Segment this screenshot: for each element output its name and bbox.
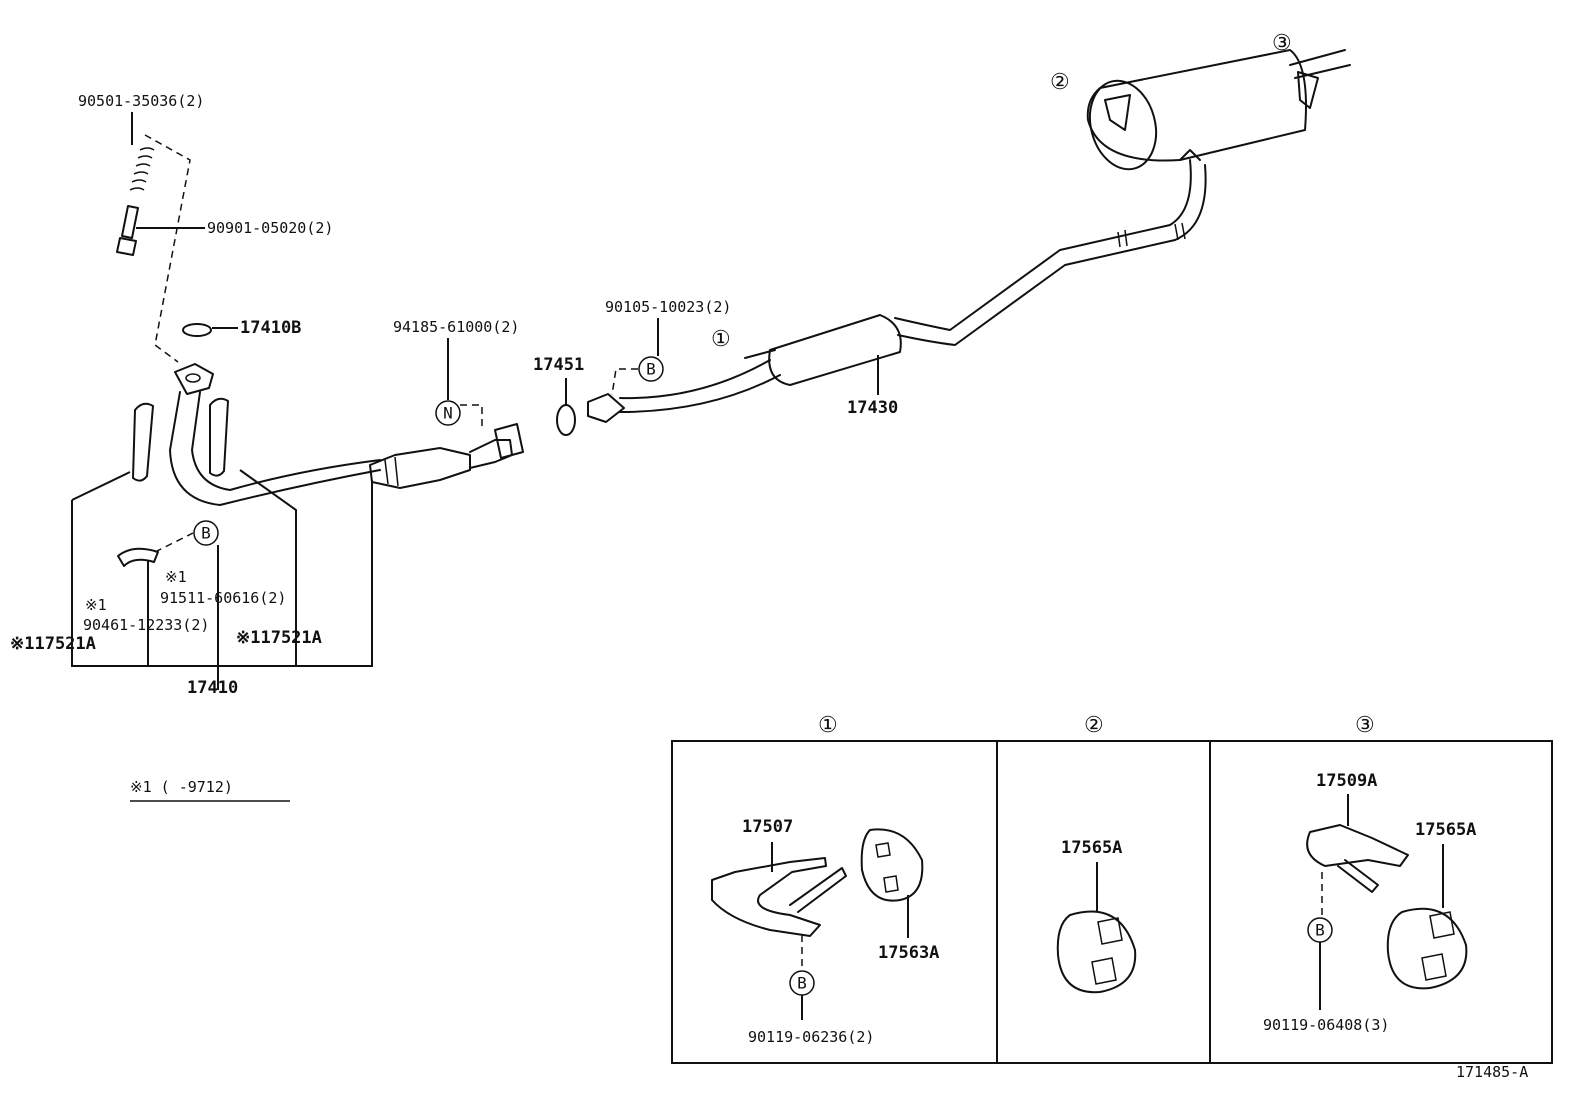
ref-1: ① bbox=[711, 327, 731, 352]
label-94185-61000: 94185-61000(2) bbox=[393, 318, 519, 336]
label-17430: 17430 bbox=[847, 398, 898, 418]
bracket-17507-icon bbox=[711, 857, 847, 937]
label-17507: 17507 bbox=[742, 817, 793, 837]
main-muffler bbox=[1086, 49, 1351, 171]
label-90105-10023: 90105-10023(2) bbox=[605, 298, 731, 316]
panel-1-title: ① bbox=[818, 713, 838, 738]
label-90461-12233: 90461-12233(2) bbox=[83, 616, 209, 634]
label-90119-06408: 90119-06408(3) bbox=[1263, 1016, 1389, 1034]
ref-3: ③ bbox=[1272, 31, 1292, 56]
label-91511-60616: 91511-60616(2) bbox=[160, 589, 286, 607]
label-17521a-right: ※117521A bbox=[236, 628, 322, 648]
label-17410b: 17410B bbox=[240, 318, 301, 338]
bracket-17509a-icon bbox=[1306, 824, 1409, 893]
clamp-icon bbox=[117, 547, 159, 567]
hanger-17565a-right-icon bbox=[1386, 907, 1468, 990]
hanger-17565a-mid-icon bbox=[1056, 910, 1137, 994]
panel-3-title: ③ bbox=[1355, 713, 1375, 738]
label-17565a-right: 17565A bbox=[1415, 820, 1476, 840]
label-90119-06236: 90119-06236(2) bbox=[748, 1028, 874, 1046]
label-90901-05020: 90901-05020(2) bbox=[207, 219, 333, 237]
label-90461-mark: ※1 bbox=[85, 596, 107, 614]
label-17410: 17410 bbox=[187, 678, 238, 698]
panel-2-title: ② bbox=[1084, 713, 1104, 738]
label-17521a-left: ※117521A bbox=[10, 634, 96, 654]
ref-2: ② bbox=[1050, 70, 1070, 95]
label-91511-mark: ※1 bbox=[165, 568, 187, 586]
label-17451: 17451 bbox=[533, 355, 584, 375]
label-17563a: 17563A bbox=[878, 943, 939, 963]
note-serial-range: ※1 ( -9712) bbox=[130, 778, 233, 796]
marker-b-panel1: B bbox=[797, 974, 807, 993]
label-17509a: 17509A bbox=[1316, 771, 1377, 791]
marker-b-front: B bbox=[201, 524, 211, 543]
detail-panels-frame bbox=[671, 740, 1553, 1064]
hanger-17563a-icon bbox=[860, 828, 924, 902]
marker-n: N bbox=[443, 404, 453, 423]
spring-icon bbox=[129, 147, 155, 191]
center-pipe-17430 bbox=[587, 159, 1207, 423]
label-17565a-mid: 17565A bbox=[1061, 838, 1122, 858]
gasket-17451-icon bbox=[556, 404, 576, 436]
label-90501-35036: 90501-35036(2) bbox=[78, 92, 204, 110]
front-pipe-17410 bbox=[132, 363, 524, 506]
bolt-icon bbox=[116, 205, 139, 256]
marker-b-center: B bbox=[646, 360, 656, 379]
diagram-id: 171485-A bbox=[1456, 1063, 1528, 1081]
gasket-17410b-icon bbox=[182, 323, 212, 337]
marker-b-panel3: B bbox=[1315, 921, 1325, 940]
